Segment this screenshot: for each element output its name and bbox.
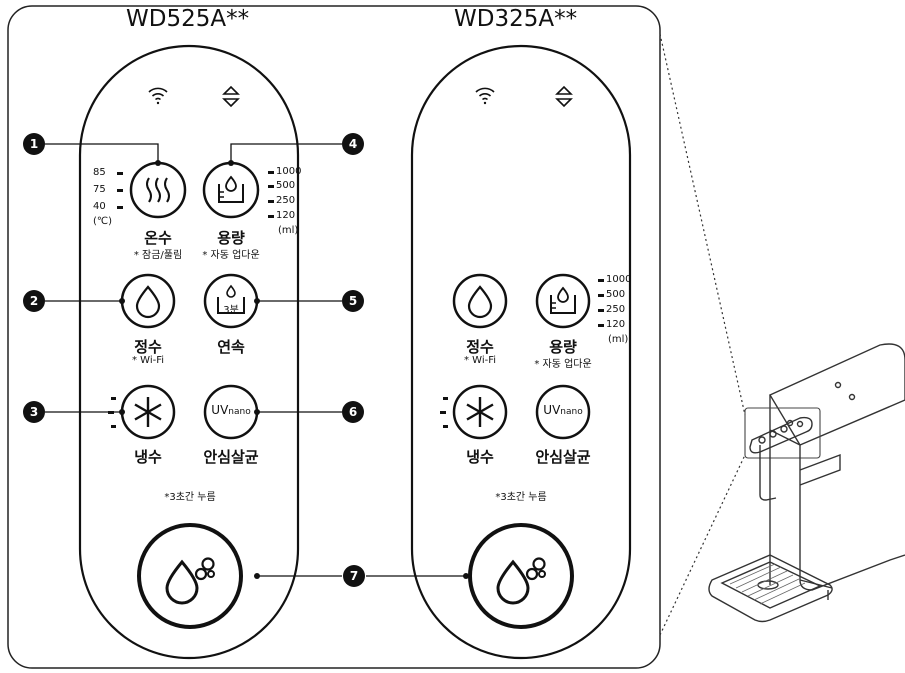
hot-water-label: 온수 [144, 229, 172, 247]
callout-6: 6 [342, 401, 364, 423]
purified-water-icon [120, 273, 176, 329]
volume-1000-right: 1000 [606, 274, 632, 285]
volume-unit: (ml) [278, 225, 299, 236]
continuous-label: 연속 [217, 338, 245, 356]
callout-1: 1 [23, 133, 45, 155]
zoom-line-bottom [659, 454, 746, 636]
volume-note: * 자동 업다운 [202, 250, 260, 261]
hold-note: *3초간 누름 [164, 492, 216, 503]
volume-1000: 1000 [276, 166, 302, 177]
hold-note-right: *3초간 누름 [495, 492, 547, 503]
volume-label: 용량 [217, 229, 245, 247]
updown-icon-right [555, 85, 573, 108]
volume-icon [202, 161, 260, 219]
temp-40: 40 [93, 201, 106, 212]
callout-7: 7 [343, 565, 365, 587]
volume-note-right: * 자동 업다운 [534, 359, 592, 370]
cold-water-label-right: 냉수 [466, 448, 494, 466]
volume-500: 500 [276, 180, 296, 191]
uv-icon-text-right: UVnano [543, 403, 583, 417]
product-illustration [708, 343, 905, 623]
callout-2: 2 [23, 290, 45, 312]
volume-120: 120 [276, 210, 296, 221]
callout-leaders [45, 143, 466, 577]
dispense-button-icon-right [468, 523, 574, 629]
updown-icon [222, 85, 240, 108]
uv-label-right: 안심살균 [535, 448, 591, 466]
volume-icon-right [535, 273, 591, 329]
continuous-icon-text: 3분 [223, 305, 239, 316]
callout-4: 4 [342, 133, 364, 155]
purified-water-note-right: * Wi-Fi [463, 355, 497, 366]
volume-label-right: 용량 [549, 338, 577, 356]
temp-ticks [117, 172, 123, 209]
purified-water-label: 정수 [134, 338, 162, 356]
callout-anchor-dots [119, 160, 469, 579]
zoom-line-top [659, 33, 746, 416]
uv-label: 안심살균 [203, 448, 259, 466]
purified-water-icon-right [452, 273, 508, 329]
wifi-icon [148, 87, 168, 105]
outer-frame [7, 5, 661, 669]
tray-grate [729, 563, 806, 605]
purified-water-label-right: 정수 [466, 338, 494, 356]
volume-ticks-left [268, 171, 274, 218]
callout-5: 5 [342, 290, 364, 312]
cold-water-label: 냉수 [134, 448, 162, 466]
right-model-title: WD325A** [454, 6, 578, 32]
uv-icon-text: UVnano [211, 403, 251, 417]
hot-water-note: * 잠금/풀림 [133, 250, 183, 261]
temp-85: 85 [93, 167, 106, 178]
cold-water-icon [120, 384, 176, 440]
left-panel-outline [78, 44, 300, 660]
temp-unit: (℃) [93, 216, 113, 227]
temp-75: 75 [93, 184, 106, 195]
cold-level-ticks-right [440, 397, 448, 428]
volume-120-right: 120 [606, 319, 626, 330]
volume-ticks-right [598, 279, 604, 327]
cold-water-icon-right [452, 384, 508, 440]
volume-500-right: 500 [606, 289, 626, 300]
right-panel-outline [410, 44, 632, 660]
volume-unit-right: (ml) [608, 334, 629, 345]
dispense-button-icon [137, 523, 243, 629]
left-model-title: WD525A** [126, 6, 250, 32]
uv-sterilize-icon-right [535, 384, 591, 440]
volume-250-right: 250 [606, 304, 626, 315]
hot-water-icon [129, 161, 187, 219]
volume-250: 250 [276, 195, 296, 206]
wifi-icon-right [475, 87, 495, 105]
purified-water-note: * Wi-Fi [131, 355, 165, 366]
callout-3: 3 [23, 401, 45, 423]
